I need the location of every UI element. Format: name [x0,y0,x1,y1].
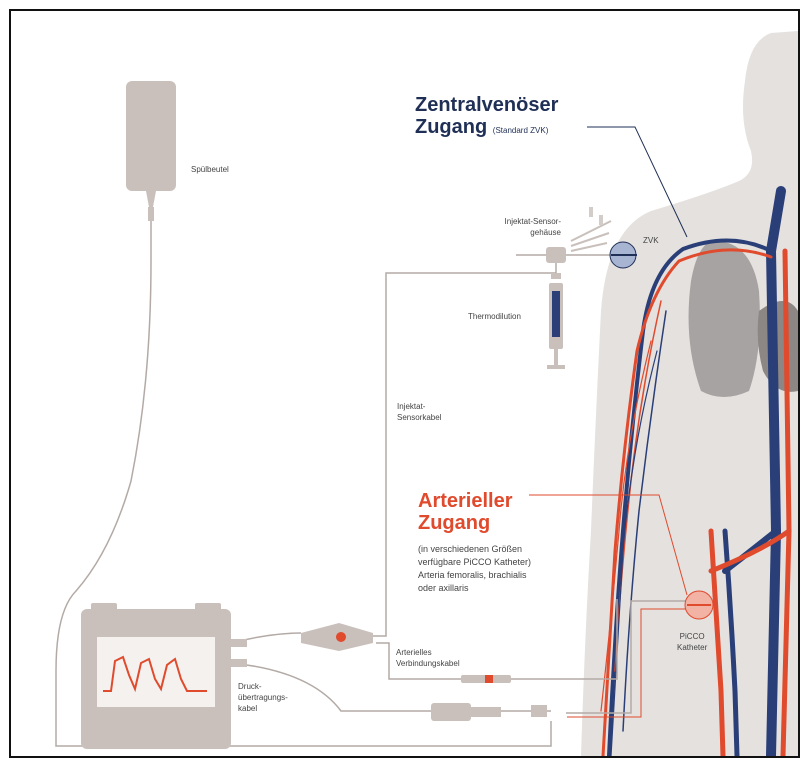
zentral-title-word: Zugang [415,116,487,138]
label-arterielles-verbindungskabel: Arterielles Verbindungskabel [396,647,460,669]
label-picco-katheter: PiCCO Katheter [677,631,707,653]
druck-transducer [431,703,547,721]
picco-catheter-site [685,591,713,619]
zvk-connector [610,242,637,268]
arteriell-title-line2: Zugang [418,513,490,534]
label-spuelbeutel: Spülbeutel [191,164,229,175]
label-druck-uebertragungskabel: Druck- übertragungs- kabel [238,681,288,714]
arteriell-title-line1: Arterieller [418,491,513,512]
diagram-frame: Spülbeutel Injektat-Sensor- gehäuse ZVK … [9,9,800,758]
zentral-title-line2: Zugang (Standard ZVK) [415,117,548,141]
label-injektat-sensorkabel: Injektat- Sensorkabel [397,401,441,423]
zentral-title-line1: Zentralvenöser [415,95,558,116]
arterial-connector [461,675,511,683]
label-zvk: ZVK [643,235,659,246]
spuelbeutel-bag [126,81,176,221]
picco-monitor [81,603,247,749]
thermodilution-syringe [547,273,565,369]
injektat-connector [301,623,373,651]
label-injektat-sensor-gehaeuse: Injektat-Sensor- gehäuse [451,216,561,238]
zentral-note: (Standard ZVK) [493,126,549,135]
label-thermodilution: Thermodilution [468,311,521,322]
arteriell-description: (in verschiedenen Größen verfügbare PiCC… [418,543,608,595]
lung [689,241,760,397]
